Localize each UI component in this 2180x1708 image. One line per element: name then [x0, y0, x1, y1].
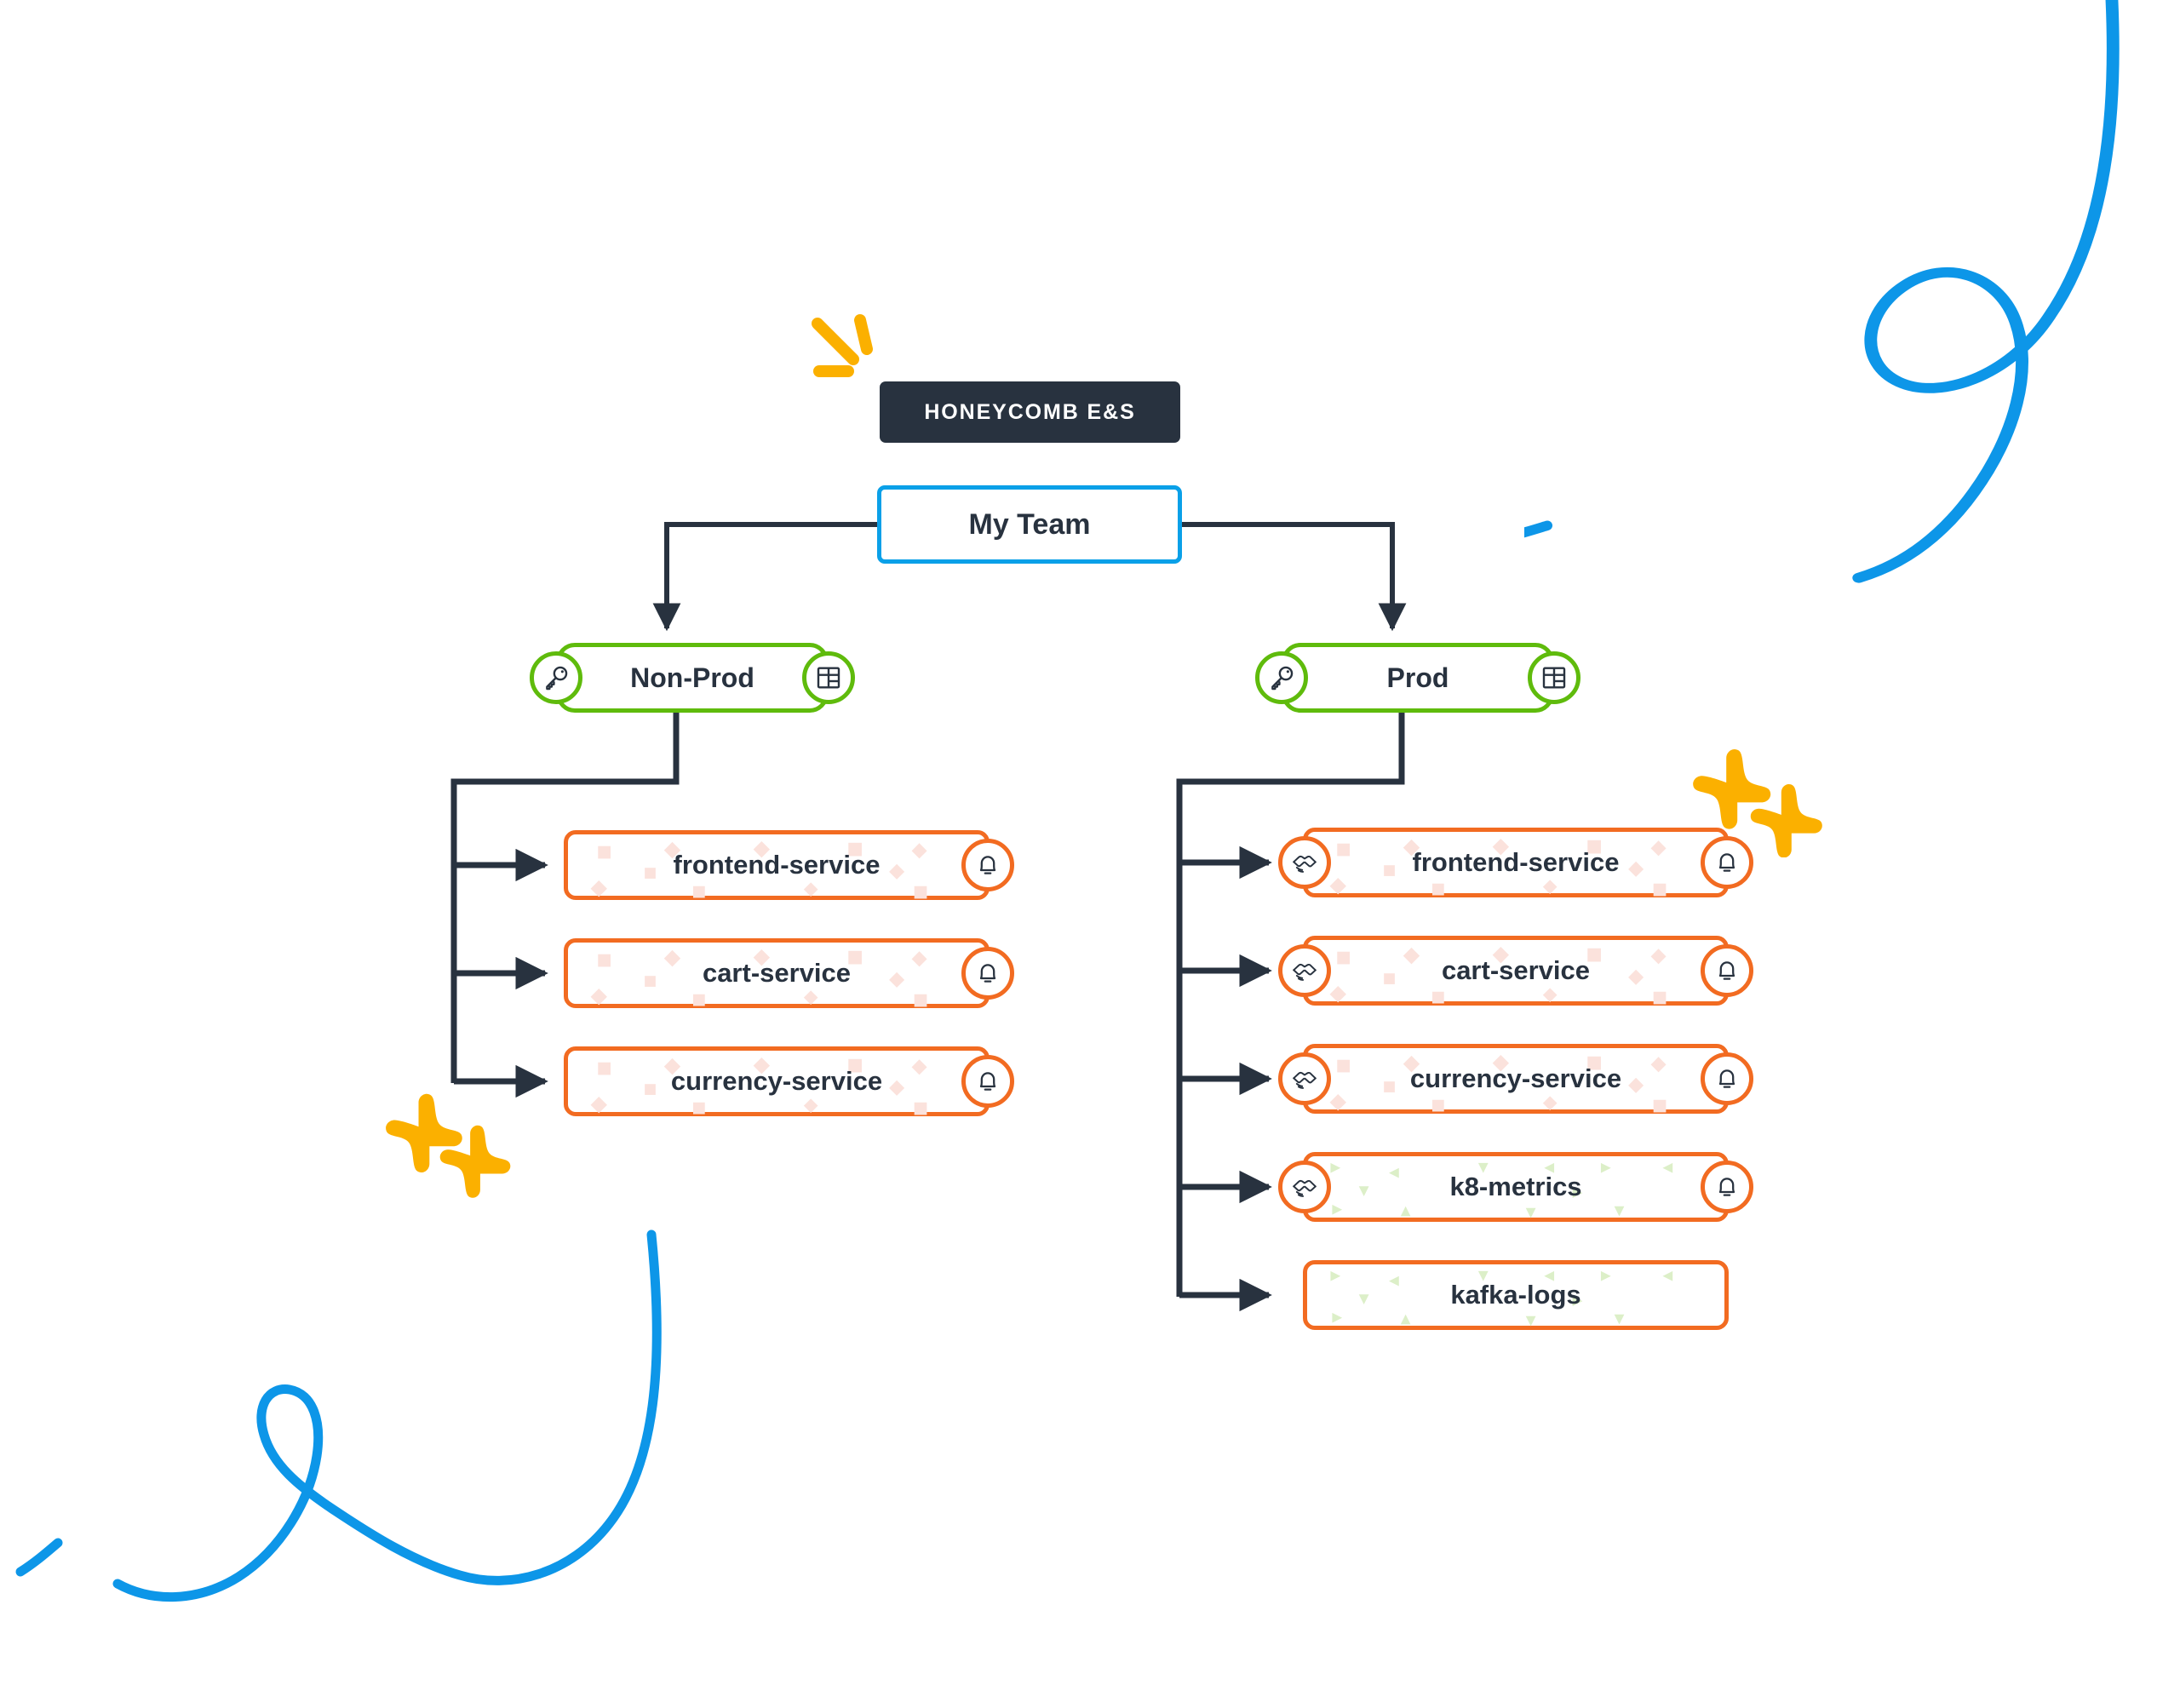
service-label: cart-service [1441, 955, 1591, 985]
brand-badge: HONEYCOMB E&S [880, 381, 1180, 443]
node-my-team-label: My Team [968, 507, 1091, 541]
key-icon[interactable] [530, 651, 582, 704]
bell-icon[interactable] [1701, 1161, 1753, 1213]
service-label: currency-service [670, 1066, 883, 1096]
bell-icon[interactable] [961, 947, 1014, 1000]
key-icon[interactable] [1255, 651, 1308, 704]
handshake-icon[interactable] [1278, 1161, 1331, 1213]
node-environment-prod-label: Prod [1386, 662, 1449, 693]
service-label: currency-service [1409, 1063, 1622, 1093]
service-box-currency-service-prod[interactable]: currency-service [1278, 1044, 1753, 1114]
service-label: k8-metrics [1449, 1172, 1582, 1201]
service-box-frontend-service-prod[interactable]: frontend-service [1278, 828, 1753, 897]
node-environment-non-prod-label: Non-Prod [630, 662, 754, 693]
service-box-kafka-logs-prod[interactable]: kafka-logs [1303, 1260, 1729, 1330]
service-label: frontend-service [1412, 847, 1620, 877]
service-label: kafka-logs [1450, 1280, 1581, 1310]
service-label: cart-service [702, 958, 852, 988]
service-box-cart-service-prod[interactable]: cart-service [1278, 936, 1753, 1006]
service-box-currency-service-non-prod[interactable]: currency-service [564, 1046, 1014, 1116]
handshake-icon[interactable] [1278, 944, 1331, 997]
sparkle-stars-left-icon [386, 1093, 511, 1198]
node-environment-prod[interactable]: Prod [1255, 643, 1580, 713]
service-label: frontend-service [673, 850, 881, 880]
spark-burst-marks-icon [812, 314, 873, 377]
blue-swoosh-bottom-left [15, 1229, 662, 1602]
service-box-k8-metrics-prod[interactable]: k8-metrics [1278, 1152, 1753, 1222]
service-box-frontend-service-non-prod[interactable]: frontend-service [564, 830, 1014, 900]
handshake-icon[interactable] [1278, 1052, 1331, 1105]
node-environment-non-prod[interactable]: Non-Prod [530, 643, 855, 713]
bell-icon[interactable] [1701, 1052, 1753, 1105]
bell-icon[interactable] [961, 1055, 1014, 1108]
handshake-icon[interactable] [1278, 836, 1331, 889]
blue-swoosh-top-right [1524, 0, 2120, 583]
node-my-team[interactable]: My Team [877, 485, 1182, 564]
bell-icon[interactable] [1701, 836, 1753, 889]
bell-icon[interactable] [1701, 944, 1753, 997]
bell-icon[interactable] [961, 839, 1014, 891]
brand-badge-label: HONEYCOMB E&S [924, 399, 1136, 424]
dashboard-grid-icon[interactable] [802, 651, 855, 704]
dashboard-grid-icon[interactable] [1528, 651, 1580, 704]
service-box-cart-service-non-prod[interactable]: cart-service [564, 938, 1014, 1008]
